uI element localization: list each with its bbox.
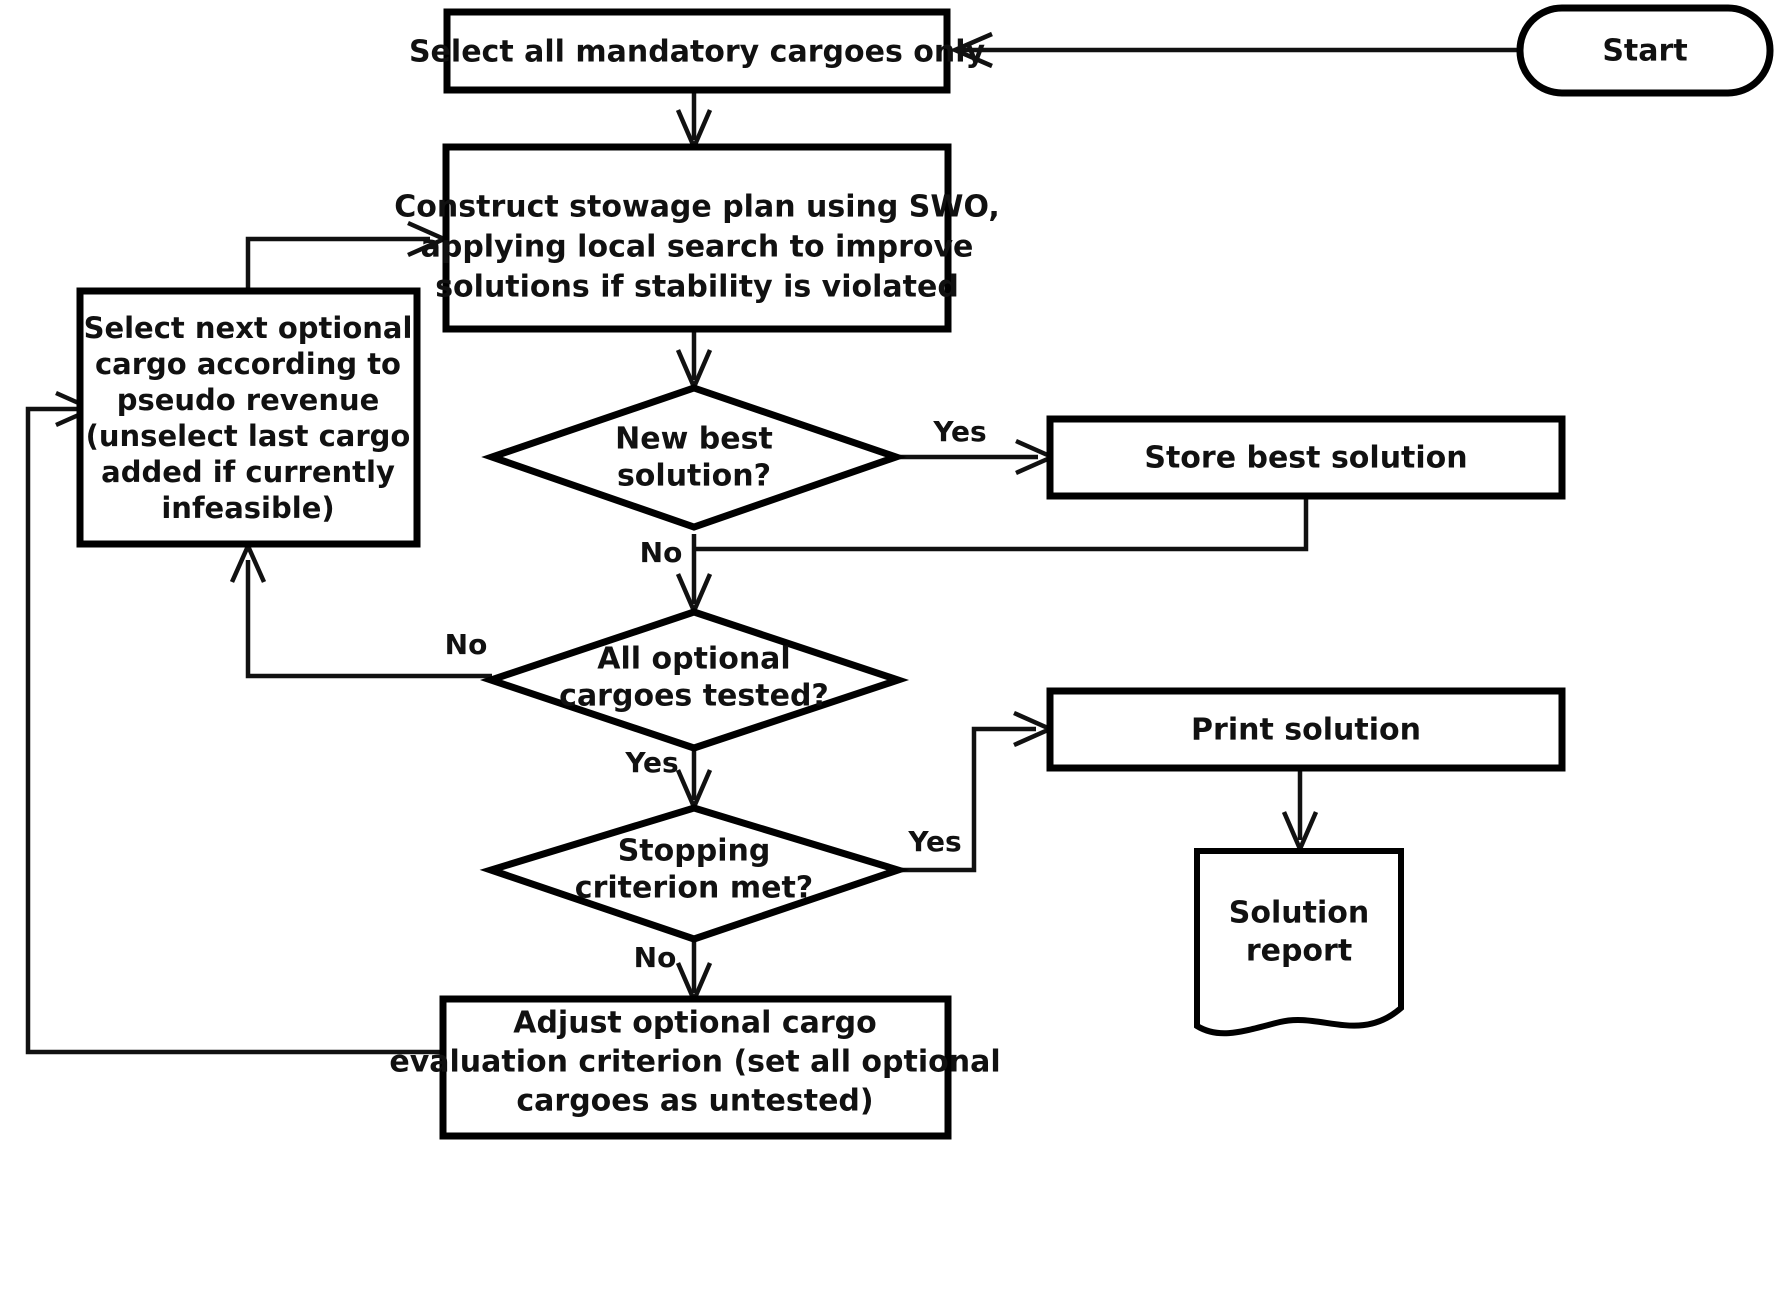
arrowhead-select-mandatory [949,31,993,69]
start-label: Start [1602,34,1687,69]
node-select-mandatory[interactable]: Select all mandatory cargoes only [409,8,986,94]
solution-report-shape [1194,848,1404,1037]
select-mandatory-label: Select all mandatory cargoes only [409,35,986,70]
adjust-label-line-3: cargoes as untested) [516,1084,873,1119]
edge-adjust-to-select-optional-loop [25,406,441,1055]
solution-report-label-line-2: report [1246,934,1352,969]
select-optional-shape [76,287,421,548]
select-optional-label-line-1: Select next optional [84,311,413,345]
store-best-label: Store best solution [1144,441,1467,476]
edge-all-tested-no-to-select-optional [245,560,492,679]
adjust-label-line-1: Adjust optional cargo [513,1006,877,1041]
edge-labels-layer: Yes No No Yes Yes No [445,415,987,974]
construct-label-line-3: solutions if stability is violated [435,270,959,305]
edge-label-stopping-yes: Yes [907,825,961,858]
select-optional-label-line-4: (unselect last cargo [86,419,411,453]
new-best-label-line-1: New best [615,422,773,457]
edge-label-all-tested-no: No [445,628,488,661]
edge-label-stopping-no: No [634,941,677,974]
new-best-shape [481,384,907,531]
adjust-label-line-2: evaluation criterion (set all optional [389,1045,1000,1080]
node-print-solution[interactable]: Print solution [1046,687,1566,772]
node-adjust-optional-cargo[interactable]: Adjust optional cargo evaluation criteri… [389,995,1001,1140]
stopping-label-line-2: criterion met? [575,871,813,906]
construct-shape [442,143,952,333]
construct-label-line-1: Construct stowage plan using SWO, [394,190,999,225]
node-construct-stowage-plan[interactable]: Construct stowage plan using SWO, applyi… [394,143,1000,333]
edge-stopping-yes-to-print [898,726,1036,873]
store-best-shape [1046,415,1566,500]
edge-store-to-trunk [694,496,1309,552]
edge-select-optional-to-construct [245,236,430,290]
print-solution-label: Print solution [1191,713,1421,748]
solution-report-label-line-1: Solution [1229,896,1369,931]
edge-label-all-tested-yes: Yes [624,746,678,779]
print-solution-shape [1046,687,1566,772]
node-solution-report[interactable]: Solution report [1194,848,1404,1037]
edge-label-new-best-yes: Yes [932,415,986,448]
start-shape [1516,4,1774,97]
select-optional-label-line-3: pseudo revenue [117,383,380,417]
nodes-layer: Start Select all mandatory cargoes only … [76,4,1774,1140]
edge-label-new-best-no: No [640,536,683,569]
adjust-shape [439,995,952,1140]
all-tested-label-line-1: All optional [597,642,790,677]
node-stopping-criterion-met[interactable]: Stopping criterion met? [479,804,910,943]
node-select-next-optional-cargo[interactable]: Select next optional cargo according to … [76,287,421,548]
all-tested-label-line-2: cargoes tested? [559,679,829,714]
stopping-shape [479,804,910,943]
all-tested-shape [479,608,910,752]
select-mandatory-shape [443,8,951,94]
node-store-best-solution[interactable]: Store best solution [1046,415,1566,500]
new-best-label-line-2: solution? [617,459,771,494]
select-optional-label-line-2: cargo according to [95,347,401,381]
stopping-label-line-1: Stopping [618,834,771,869]
node-all-optional-cargoes-tested[interactable]: All optional cargoes tested? [479,608,910,752]
select-optional-label-line-6: infeasible) [161,491,334,525]
node-new-best-solution[interactable]: New best solution? [481,384,907,531]
select-optional-label-line-5: added if currently [101,455,395,489]
construct-label-line-2: applying local search to improve [421,230,974,265]
node-start[interactable]: Start [1516,4,1774,97]
